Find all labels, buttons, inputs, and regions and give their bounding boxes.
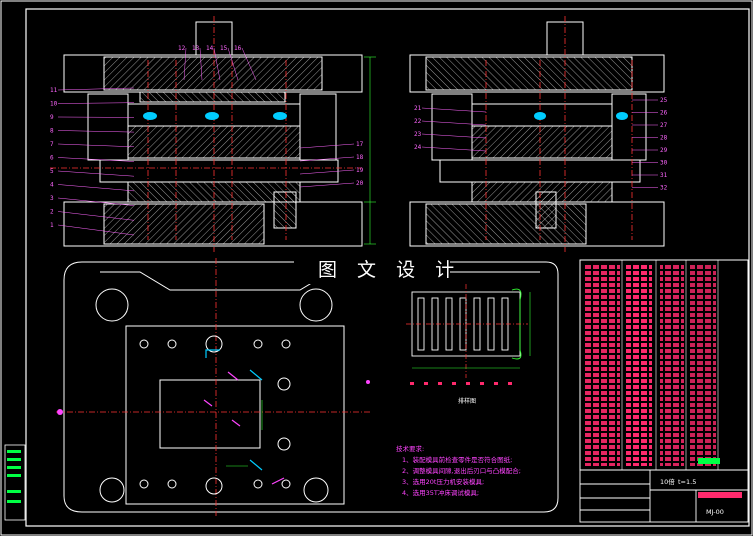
strip-layout-view bbox=[406, 284, 531, 385]
leader-line bbox=[421, 120, 487, 126]
part-label: 19 bbox=[356, 167, 364, 174]
part-label: 15 bbox=[220, 45, 228, 52]
leader-line bbox=[57, 170, 135, 177]
part-label: 25 bbox=[660, 97, 668, 104]
title-block bbox=[579, 458, 749, 523]
part-label: 24 bbox=[414, 144, 422, 151]
part-label: 13 bbox=[192, 45, 200, 52]
leader-line bbox=[57, 130, 135, 133]
part-label: 29 bbox=[660, 147, 668, 154]
leader-line bbox=[57, 224, 135, 236]
part-label: 14 bbox=[206, 45, 214, 52]
leader-line bbox=[213, 47, 221, 81]
leader-line bbox=[299, 156, 355, 162]
tech-notes-heading: 技术要求: bbox=[396, 444, 424, 453]
side-section-view bbox=[409, 16, 665, 252]
leader-line bbox=[299, 182, 355, 188]
part-label: 10 bbox=[50, 101, 58, 108]
leader-line bbox=[299, 143, 355, 149]
leader-line bbox=[227, 47, 239, 81]
technical-requirements: 技术要求: 1、装配模具前检查零件是否符合图纸; 2、调整模具间隙,退出后刃口与… bbox=[396, 444, 521, 497]
part-label: 26 bbox=[660, 110, 668, 117]
part-label: 27 bbox=[660, 122, 668, 129]
front-section-view bbox=[50, 16, 376, 252]
title-block-scale: 10倍 bbox=[660, 477, 675, 486]
leader-line bbox=[57, 102, 135, 104]
watermark-backdrop bbox=[294, 256, 450, 284]
leader-line bbox=[421, 133, 487, 139]
leader-line bbox=[421, 107, 487, 113]
leader-line bbox=[57, 197, 135, 206]
part-label: 7 bbox=[50, 141, 54, 148]
part-label: 1 bbox=[50, 222, 54, 229]
part-label: 3 bbox=[50, 195, 54, 202]
part-label: 9 bbox=[50, 114, 54, 121]
part-label: 12 bbox=[178, 45, 186, 52]
leader-line bbox=[241, 47, 257, 81]
part-label: 8 bbox=[50, 128, 54, 135]
part-label: 18 bbox=[356, 154, 364, 161]
leader-line bbox=[57, 143, 135, 148]
tech-note-item: 3、选用20t压力机安装模具; bbox=[402, 477, 484, 486]
leader-line bbox=[57, 87, 135, 91]
part-label: 6 bbox=[50, 155, 54, 162]
part-label: 32 bbox=[660, 185, 668, 192]
part-label: 28 bbox=[660, 135, 668, 142]
title-block-drawing-number: MJ-00 bbox=[706, 508, 724, 516]
parts-list-table bbox=[579, 259, 749, 471]
part-label: 2 bbox=[50, 209, 54, 216]
part-label: 30 bbox=[660, 160, 668, 167]
leader-line bbox=[199, 47, 203, 81]
part-label: 21 bbox=[414, 105, 422, 112]
tech-note-item: 4、选用35T冲床调试模具; bbox=[402, 488, 479, 497]
part-label: 31 bbox=[660, 172, 668, 179]
part-label: 23 bbox=[414, 131, 422, 138]
tech-note-item: 2、调整模具间隙,退出后刃口与凸模配合; bbox=[402, 466, 521, 475]
strip-layout-caption: 排样图 bbox=[458, 397, 476, 405]
part-label: 22 bbox=[414, 118, 422, 125]
part-label: 17 bbox=[356, 141, 364, 148]
part-label: 20 bbox=[356, 180, 364, 187]
leader-line bbox=[421, 146, 487, 152]
watermark-text: 图 文 设 计 bbox=[318, 259, 461, 281]
leader-line bbox=[57, 184, 135, 192]
title-block-thickness: t=1.5 bbox=[678, 478, 696, 486]
part-label: 5 bbox=[50, 168, 54, 175]
leader-line bbox=[299, 169, 355, 175]
part-label: 16 bbox=[234, 45, 242, 52]
part-label: 11 bbox=[50, 87, 58, 94]
part-label: 4 bbox=[50, 182, 54, 189]
leader-line bbox=[57, 211, 135, 221]
leader-line bbox=[57, 157, 135, 162]
leader-line bbox=[183, 47, 187, 81]
tech-note-item: 1、装配模具前检查零件是否符合图纸; bbox=[402, 455, 512, 464]
